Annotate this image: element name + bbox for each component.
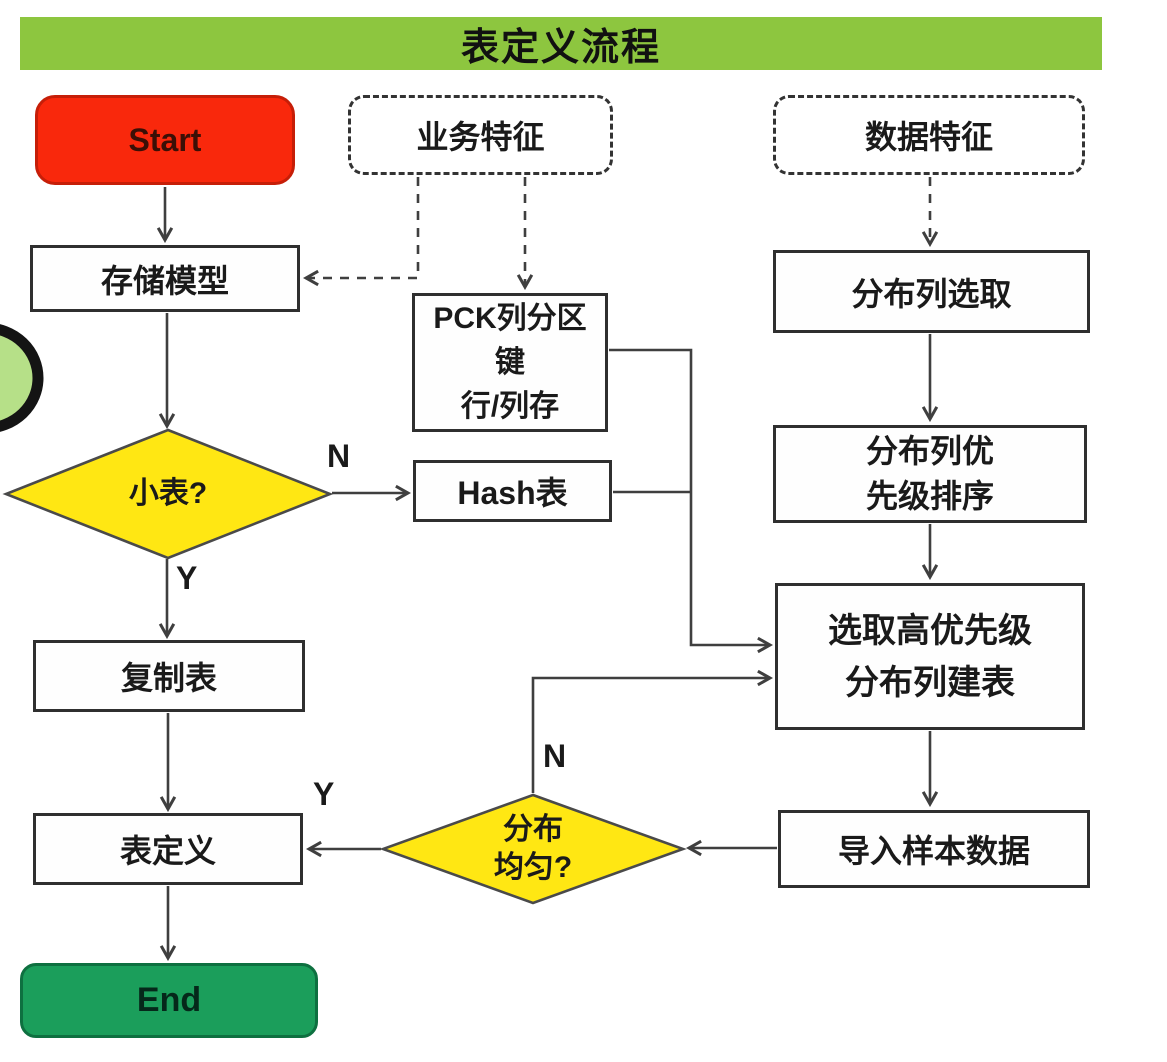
storage-model-label: 存储模型 (100, 262, 229, 299)
uniform-no-label: N (543, 738, 567, 774)
table-definition-node: 表定义 (33, 813, 303, 885)
small-table-yes-label: Y (176, 560, 198, 596)
replicated-table-node: 复制表 (33, 640, 305, 712)
hash-table-node: Hash表 (413, 460, 612, 522)
green-circle-decoration (0, 324, 44, 432)
small-table-decision-label: 小表? (128, 477, 208, 510)
edge-business-features-to-storage-model (306, 177, 420, 278)
distribution-uniform-decision-label: 分布 均匀? (493, 813, 573, 884)
table-definition-label: 表定义 (119, 833, 216, 869)
replicated-table-label: 复制表 (120, 660, 217, 696)
uniform-yes-label: Y (313, 776, 335, 812)
end-node: End (20, 963, 318, 1038)
start-node: Start (35, 95, 295, 185)
small-table-no-label: N (327, 438, 351, 474)
title-banner: 表定义流程 (20, 17, 1102, 70)
create-table-high-priority-node: 选取高优先级 分布列建表 (775, 583, 1085, 730)
storage-model-node: 存储模型 (30, 245, 300, 312)
distribution-uniform-decision-shape (379, 793, 687, 905)
import-sample-data-node: 导入样本数据 (778, 810, 1090, 888)
end-label: End (136, 981, 202, 1019)
edge-uniform-no-to-create-table (531, 678, 770, 793)
data-features-label: 数据特征 (864, 119, 993, 155)
pck-partition-node: PCK列分区 键 行/列存 (412, 293, 608, 432)
distribution-column-select-node: 分布列选取 (773, 250, 1090, 333)
business-features-node: 业务特征 (348, 95, 613, 175)
start-label: Start (128, 121, 202, 158)
edge-pck-junction-to-create-table (609, 348, 770, 645)
page-title: 表定义流程 (460, 27, 661, 69)
data-features-node: 数据特征 (773, 95, 1085, 175)
hash-table-label: Hash表 (457, 475, 568, 511)
distribution-column-priority-node: 分布列优 先级排序 (773, 425, 1087, 523)
small-table-decision-shape (2, 428, 334, 560)
business-features-label: 业务特征 (416, 119, 545, 155)
